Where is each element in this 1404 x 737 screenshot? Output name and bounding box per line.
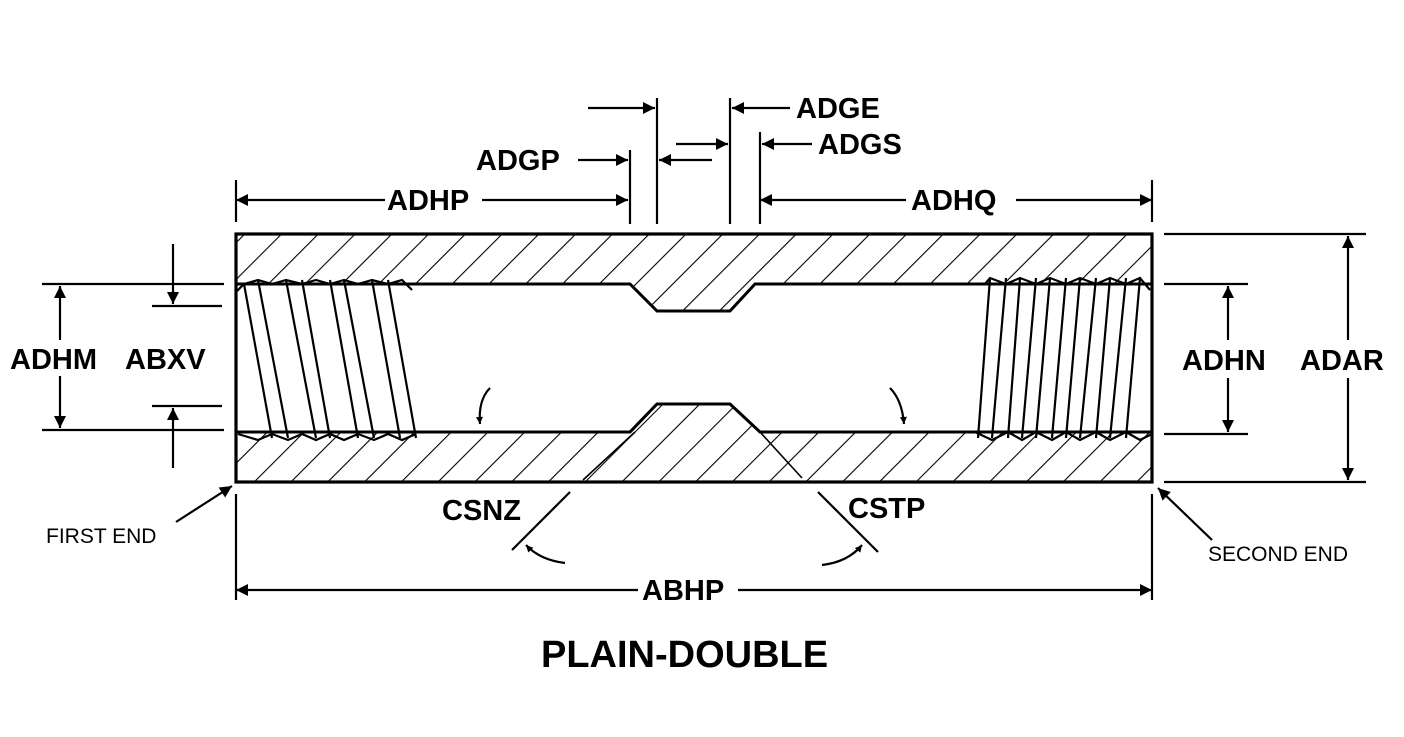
second-end-thread <box>974 276 1153 442</box>
curved-arrow-left-bore <box>475 387 491 425</box>
fitting-body <box>234 232 1154 484</box>
bottom-dimensions <box>175 485 1213 600</box>
label-adhm: ADHM <box>10 344 97 376</box>
curved-arrow-right-bore <box>889 387 907 425</box>
label-second-end: SECOND END <box>1208 543 1348 566</box>
label-cstp: CSTP <box>848 493 925 525</box>
bottom-wall-section <box>234 402 1154 484</box>
left-dimensions <box>42 244 224 468</box>
first-end-thread <box>235 278 418 442</box>
label-adgp: ADGP <box>476 145 560 177</box>
label-adhn: ADHN <box>1182 345 1266 377</box>
label-csnz: CSNZ <box>442 495 521 527</box>
label-adhp: ADHP <box>387 185 469 217</box>
diagram-title: PLAIN-DOUBLE <box>541 634 828 676</box>
label-abhp: ABHP <box>642 575 724 607</box>
top-wall-section <box>234 232 1154 313</box>
body-outline <box>234 232 1154 484</box>
label-adhq: ADHQ <box>911 185 996 217</box>
label-adar: ADAR <box>1300 345 1384 377</box>
label-adgs: ADGS <box>818 129 902 161</box>
top-dimensions <box>234 98 1154 224</box>
label-first-end: FIRST END <box>46 525 156 548</box>
label-adge: ADGE <box>796 93 880 125</box>
label-abxv: ABXV <box>125 344 206 376</box>
right-dimensions <box>1164 232 1366 484</box>
